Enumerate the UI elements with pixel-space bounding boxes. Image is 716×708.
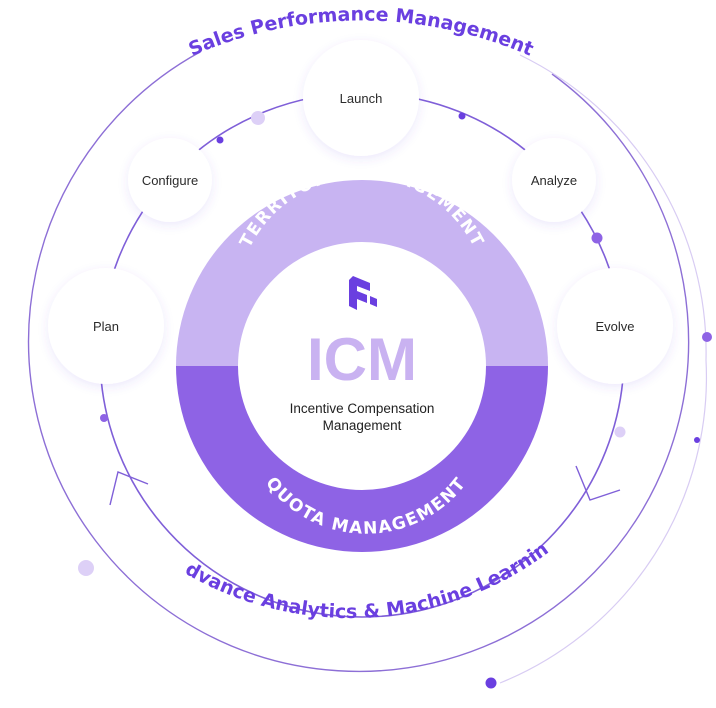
stage-node-plan[interactable] bbox=[48, 268, 164, 384]
stage-node-evolve[interactable] bbox=[557, 268, 673, 384]
ring-dot bbox=[251, 111, 265, 125]
outer-circle bbox=[27, 51, 690, 673]
ring-dot bbox=[78, 560, 94, 576]
stage-label-analyze: Analyze bbox=[531, 173, 577, 188]
stage-label-plan: Plan bbox=[93, 319, 119, 334]
outer-circle-right bbox=[499, 54, 708, 684]
arrow-up-icon bbox=[109, 471, 149, 506]
ring-dot bbox=[485, 677, 497, 689]
icm-acronym: ICM bbox=[307, 326, 417, 393]
arrow-down-icon bbox=[575, 465, 621, 501]
center-ring bbox=[176, 180, 548, 552]
stage-label-launch: Launch bbox=[340, 91, 383, 106]
icm-line2: Management bbox=[323, 418, 402, 433]
stage-label-configure: Configure bbox=[142, 173, 198, 188]
ring-dot bbox=[614, 426, 626, 438]
ring-dot bbox=[216, 136, 224, 144]
ring-dot bbox=[100, 414, 108, 422]
stage-label-evolve: Evolve bbox=[595, 319, 634, 334]
ring-dot bbox=[458, 112, 466, 120]
icm-line1: Incentive Compensation bbox=[290, 401, 435, 416]
center-disc bbox=[238, 242, 486, 490]
stage-node-configure[interactable] bbox=[128, 138, 212, 222]
stage-node-analyze[interactable] bbox=[512, 138, 596, 222]
icm-logo-icon bbox=[349, 276, 377, 310]
stage-node-launch[interactable] bbox=[303, 40, 419, 156]
ring-dot bbox=[694, 437, 700, 443]
ring-dot bbox=[702, 332, 712, 342]
ring-dot bbox=[591, 232, 603, 244]
